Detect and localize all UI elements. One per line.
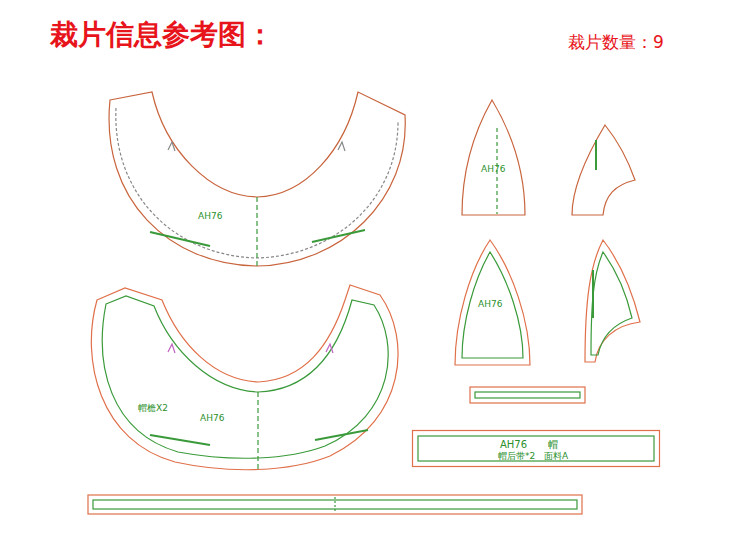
crown-side-piece bbox=[572, 125, 635, 215]
piece-text: 帽后带*2 bbox=[498, 452, 535, 462]
seam-line bbox=[591, 252, 632, 355]
piece-mark: AH76 bbox=[200, 414, 224, 424]
piece-name: 帽檐X2 bbox=[138, 404, 168, 414]
collar-piece bbox=[109, 92, 405, 266]
crown-piece bbox=[455, 240, 530, 365]
band-outline bbox=[412, 430, 660, 467]
piece-count: 裁片数量：9 bbox=[568, 33, 664, 52]
center-line bbox=[334, 497, 335, 512]
notch bbox=[168, 344, 175, 353]
piece-mark: AH76 bbox=[481, 165, 505, 175]
page-title: 裁片信息参考图： bbox=[50, 20, 274, 51]
grain-text-mark bbox=[592, 270, 594, 318]
long-strip bbox=[88, 495, 582, 514]
seam-line bbox=[102, 296, 388, 458]
grain-text-mark bbox=[595, 140, 597, 170]
small-strip bbox=[470, 387, 585, 403]
notch bbox=[326, 344, 333, 353]
piece-text: AH76 bbox=[500, 439, 527, 450]
piece-text: 面料A bbox=[544, 452, 568, 462]
notch bbox=[168, 142, 175, 151]
grain-text-mark bbox=[150, 435, 210, 445]
piece-text: 帽 bbox=[548, 439, 558, 450]
seam-line bbox=[116, 108, 398, 258]
grain-text-mark bbox=[150, 232, 210, 246]
outer-cut-line bbox=[413, 431, 660, 467]
piece-mark: AH76 bbox=[478, 300, 502, 310]
seam-line bbox=[475, 392, 580, 398]
back-band-piece: AH76 帽帽后带*2 面料A bbox=[412, 430, 660, 467]
notch bbox=[338, 142, 345, 151]
grain-text-mark bbox=[315, 430, 368, 440]
piece-mark: AH76 bbox=[198, 212, 222, 222]
seam-line bbox=[418, 436, 654, 461]
grain-text-mark bbox=[312, 230, 365, 242]
crown-piece bbox=[462, 100, 525, 215]
seam-line bbox=[462, 252, 523, 358]
grain-line bbox=[256, 197, 257, 266]
crown-side-piece bbox=[585, 240, 640, 362]
grain-line bbox=[257, 392, 258, 470]
brim-piece bbox=[91, 285, 398, 470]
